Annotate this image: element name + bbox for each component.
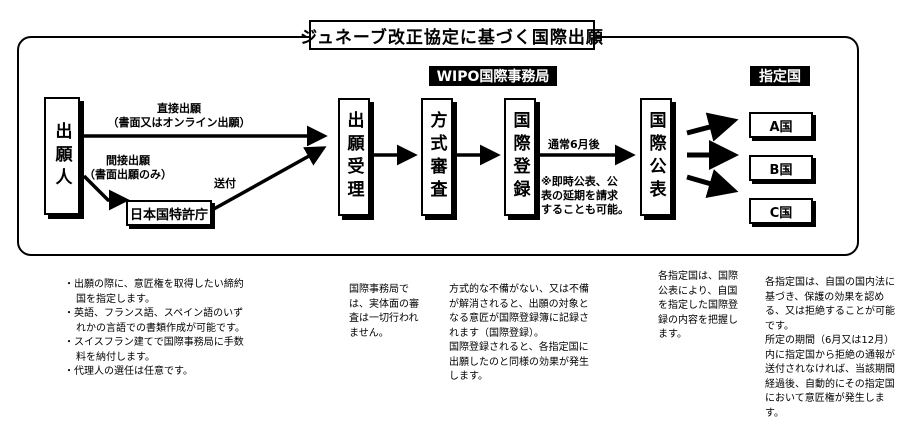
intl-publication-box: 国際公表 [640,98,672,216]
designated-description: 各指定国は、自国の国内法に基づき、保護の効果を認める、又は拒絶することが可能です… [765,276,895,421]
indirect-label-line1: 間接出願 [78,154,178,168]
direct-application-label: 直接出願 （書面又はオンライン出願） [104,102,254,130]
country-a-box: A国 [749,112,813,138]
note-line2: 表の延期を請求 [541,189,641,203]
registration-text-2: 国際登録されると、各指定国に出願したのと同様の効果が発生します。 [449,341,589,385]
designated-text-2: 所定の期間（6月又は12月）内に指定国から拒絶の通報が送付されなければ、当該期間… [765,334,895,421]
designated-text-1: 各指定国は、自国の国内法に基づき、保護の効果を認める、又は拒絶することが可能です… [765,276,895,334]
applicant-point-1: ・出願の際に、意匠権を取得したい締約国を指定します。 [64,278,250,307]
publication-to-a-arrow [687,123,725,133]
receipt-label: 出願受理 [342,111,367,203]
receipt-box: 出願受理 [338,98,370,216]
transmit-label: 送付 [214,177,236,191]
intl-publication-label: 国際公表 [644,111,669,203]
applicant-box: 出願人 [44,97,80,215]
formal-exam-label: 方式審査 [425,111,450,203]
six-months-label: 通常6月後 [548,138,600,152]
country-c-box: C国 [749,198,813,224]
publication-note: ※即時公表、公 表の延期を請求 することも可能。 [541,175,641,217]
publication-to-c-arrow [687,177,725,188]
wipo-text: 国際事務局では、実体面の審査は一切行われません。 [349,283,423,341]
indirect-application-label: 間接出願 （書面出願のみ） [78,154,178,182]
applicant-description: ・出願の際に、意匠権を取得したい締約国を指定します。 ・英語、フランス語、スペイ… [64,278,250,380]
applicant-point-2: ・英語、フランス語、スペイン語のいずれかの言語での書類作成が可能です。 [64,307,250,336]
intl-registration-box: 国際登録 [504,98,536,216]
formal-exam-box: 方式審査 [421,98,453,216]
direct-label-line1: 直接出願 [104,102,254,116]
applicant-label: 出願人 [50,122,75,191]
publication-text: 各指定国は、国際公表により、自国を指定した国際登録の内容を把握します。 [658,270,742,343]
country-b-box: B国 [749,155,813,181]
publication-description: 各指定国は、国際公表により、自国を指定した国際登録の内容を把握します。 [658,270,742,343]
wipo-description: 国際事務局では、実体面の審査は一切行われません。 [349,283,423,341]
jpo-box: 日本国特許庁 [126,200,212,226]
note-line3: することも可能。 [541,203,641,217]
indirect-label-line2: （書面出願のみ） [78,168,178,182]
direct-label-line2: （書面又はオンライン出願） [104,116,254,130]
registration-description: 方式的な不備がない、又は不備が解消されると、出願の対象となる意匠が国際登録簿に記… [449,283,589,385]
registration-text-1: 方式的な不備がない、又は不備が解消されると、出願の対象となる意匠が国際登録簿に記… [449,283,589,341]
note-line1: ※即時公表、公 [541,175,641,189]
applicant-point-3: ・スイスフラン建てで国際事務局に手数料を納付します。 [64,336,250,365]
intl-registration-label: 国際登録 [508,111,533,203]
applicant-point-4: ・代理人の選任は任意です。 [64,365,250,380]
